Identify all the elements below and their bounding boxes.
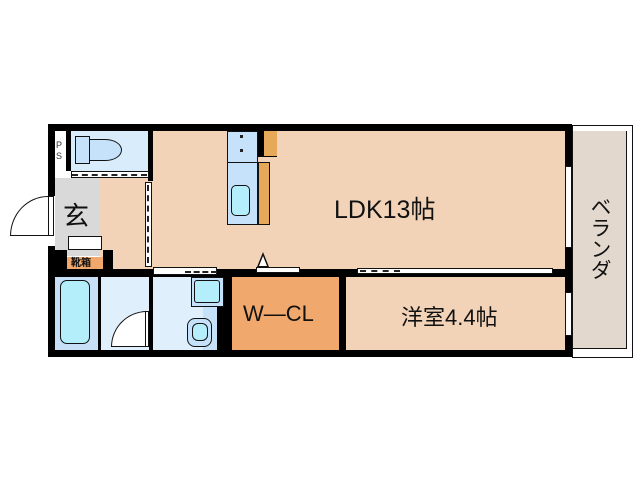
- pipe-space-label: PS: [56, 140, 63, 161]
- wall-bottom: [48, 350, 572, 357]
- wall-entrance-lower: [55, 250, 67, 270]
- balcony-floor: [573, 131, 627, 349]
- bathtub-icon: [60, 280, 90, 344]
- wall-right-top: [565, 124, 572, 166]
- wall-bath-wash: [98, 277, 101, 350]
- entrance-door[interactable]: [10, 196, 48, 236]
- shoe-box-door: [68, 236, 102, 250]
- wall-wcl-room: [339, 277, 346, 350]
- entrance-door-panel: [48, 196, 54, 236]
- kitchen-storage: [258, 162, 270, 225]
- wall-left-upper: [48, 124, 55, 196]
- entrance-label: 玄: [63, 201, 90, 231]
- walk-in-closet: [232, 277, 339, 350]
- washbasin-bowl: [192, 323, 208, 341]
- ldk-label: LDK13帖: [334, 196, 436, 224]
- ldk-room: [152, 131, 565, 270]
- burner-icon: [240, 149, 243, 152]
- burner-icon: [240, 135, 243, 138]
- balcony: ベランダ: [572, 125, 633, 358]
- toilet-door-track: [72, 174, 147, 176]
- western-door-track: [360, 270, 400, 272]
- wall-top: [48, 124, 572, 131]
- door-opening-marker-inner: [259, 256, 267, 266]
- toilet-bowl-icon: [89, 139, 122, 161]
- kitchen-sink-icon: [231, 185, 250, 216]
- toilet-tank: [75, 136, 90, 164]
- balcony-label: ベランダ: [588, 196, 611, 280]
- wall-ps: [66, 131, 71, 171]
- wall-left-lower: [48, 246, 55, 357]
- western-room-sliding-door[interactable]: [357, 268, 553, 274]
- washroom-door-panel: [145, 311, 149, 347]
- ldk-balcony-window[interactable]: [565, 166, 572, 248]
- western-room: [346, 277, 565, 350]
- shoe-box: [67, 257, 103, 270]
- room-balcony-window[interactable]: [565, 292, 572, 336]
- wcl-door[interactable]: [256, 267, 300, 273]
- wall-wash-mid: [149, 270, 153, 350]
- washing-machine-inner: [194, 280, 220, 303]
- washroom-door-track: [185, 271, 217, 273]
- shoe-box-label: 靴箱: [71, 258, 91, 269]
- wcl-label: W—CL: [243, 301, 314, 326]
- wall-right-mid: [565, 248, 572, 292]
- hall-door-track: [147, 185, 149, 263]
- wall-toilet-ldk: [148, 131, 153, 181]
- wall-right-bottom: [565, 336, 572, 357]
- wall-shoebox-right: [103, 250, 113, 270]
- kitchen-shelf: [264, 131, 277, 156]
- wall-mid-horizontal: [48, 269, 565, 277]
- pipe-space: [55, 131, 67, 171]
- western-room-label: 洋室4.4帖: [401, 305, 498, 330]
